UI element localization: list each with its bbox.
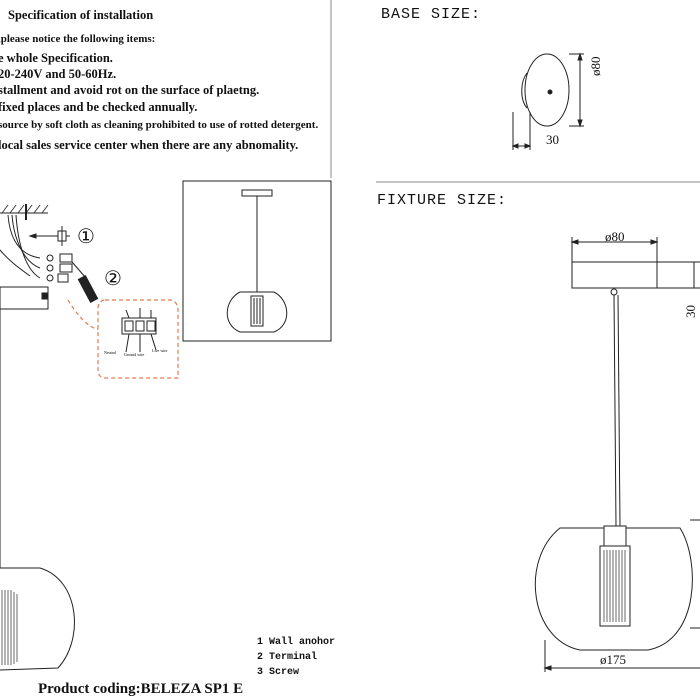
legend-item-3: 3 Screw [257, 667, 300, 678]
spec-line-3: 20-240V and 50-60Hz. [0, 67, 117, 81]
spec-line-7: local sales service center when there ar… [0, 138, 299, 152]
legend-item-1: 1 Wall anohor [257, 637, 336, 648]
wiring-label-neutral: Neutral [104, 350, 116, 355]
spec-line-5: fixed places and be checked annually. [0, 100, 198, 114]
wiring-detail [67, 299, 179, 379]
base-height-label: 30 [546, 132, 559, 147]
step-1-marker: ① [77, 226, 95, 248]
step-2-marker: ② [104, 268, 122, 290]
spec-title: Specification of installation [8, 8, 154, 22]
legend-item-2: 2 Terminal [257, 652, 318, 663]
spec-line-1: ,please notice the following items: [0, 33, 156, 45]
spec-line-2: e whole Specification. [0, 51, 113, 65]
fixture-top-height-label: 30 [683, 305, 698, 318]
fixture-drawing [534, 237, 700, 672]
spec-line-6: source by soft cloth as cleaning prohibi… [0, 119, 319, 131]
base-cylinder-drawing [511, 52, 584, 150]
fixture-size-title: FIXTURE SIZE: [377, 192, 508, 209]
wiring-label-ground: Ground wire [124, 352, 145, 357]
base-diameter-label: ø80 [588, 56, 603, 77]
spec-line-4: stallment and avoid rot on the surface o… [0, 83, 260, 97]
installation-schematic [0, 204, 99, 671]
product-coding: Product coding:BELEZA SP1 E [38, 681, 244, 697]
wiring-label-live: Live wire [152, 348, 168, 353]
fixture-shade-diameter-label: ø175 [600, 652, 626, 667]
base-size-title: BASE SIZE: [381, 6, 482, 23]
fixture-top-diameter-label: ø80 [605, 229, 625, 244]
fixture-thumbnail [182, 180, 332, 342]
